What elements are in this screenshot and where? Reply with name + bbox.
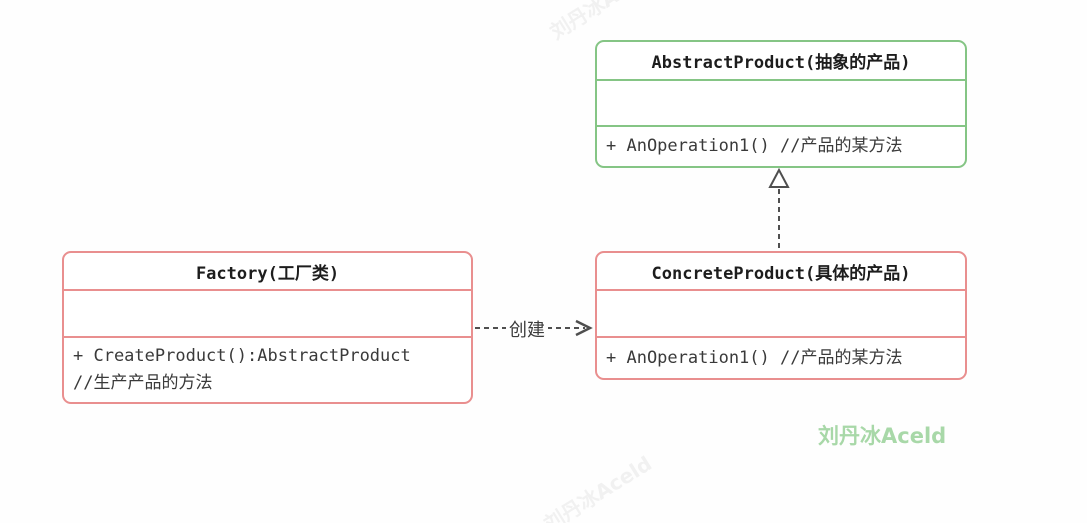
class-box-concrete-product: ConcreteProduct(具体的产品) + AnOperation1() … bbox=[595, 251, 967, 380]
methods-section-abstract-product: + AnOperation1() //产品的某方法 bbox=[597, 127, 965, 166]
author-signature: 刘丹冰Aceld bbox=[818, 424, 947, 448]
class-box-abstract-product: AbstractProduct(抽象的产品) + AnOperation1() … bbox=[595, 40, 967, 168]
creates-arrow-label: 创建 bbox=[506, 316, 548, 342]
method-factory-createproduct: + CreateProduct():AbstractProduct bbox=[73, 346, 411, 366]
class-title-abstract-product: AbstractProduct(抽象的产品) bbox=[597, 42, 965, 81]
method-abstract-anoperation1: + AnOperation1() //产品的某方法 bbox=[606, 136, 903, 156]
class-title-concrete-product: ConcreteProduct(具体的产品) bbox=[597, 253, 965, 291]
class-box-factory: Factory(工厂类) + CreateProduct():AbstractP… bbox=[62, 251, 473, 404]
attributes-section-abstract-product bbox=[597, 81, 965, 127]
attributes-section-factory bbox=[64, 291, 471, 338]
realization-hollow-triangle-icon bbox=[768, 167, 790, 188]
attributes-section-concrete-product bbox=[597, 291, 965, 338]
method-factory-comment: //生产产品的方法 bbox=[73, 373, 213, 393]
methods-section-factory: + CreateProduct():AbstractProduct //生产产品… bbox=[64, 338, 471, 402]
class-title-factory: Factory(工厂类) bbox=[64, 253, 471, 291]
creates-arrowhead-icon bbox=[575, 319, 593, 337]
method-concrete-anoperation1: + AnOperation1() //产品的某方法 bbox=[606, 347, 903, 368]
methods-section-concrete-product: + AnOperation1() //产品的某方法 bbox=[597, 338, 965, 378]
